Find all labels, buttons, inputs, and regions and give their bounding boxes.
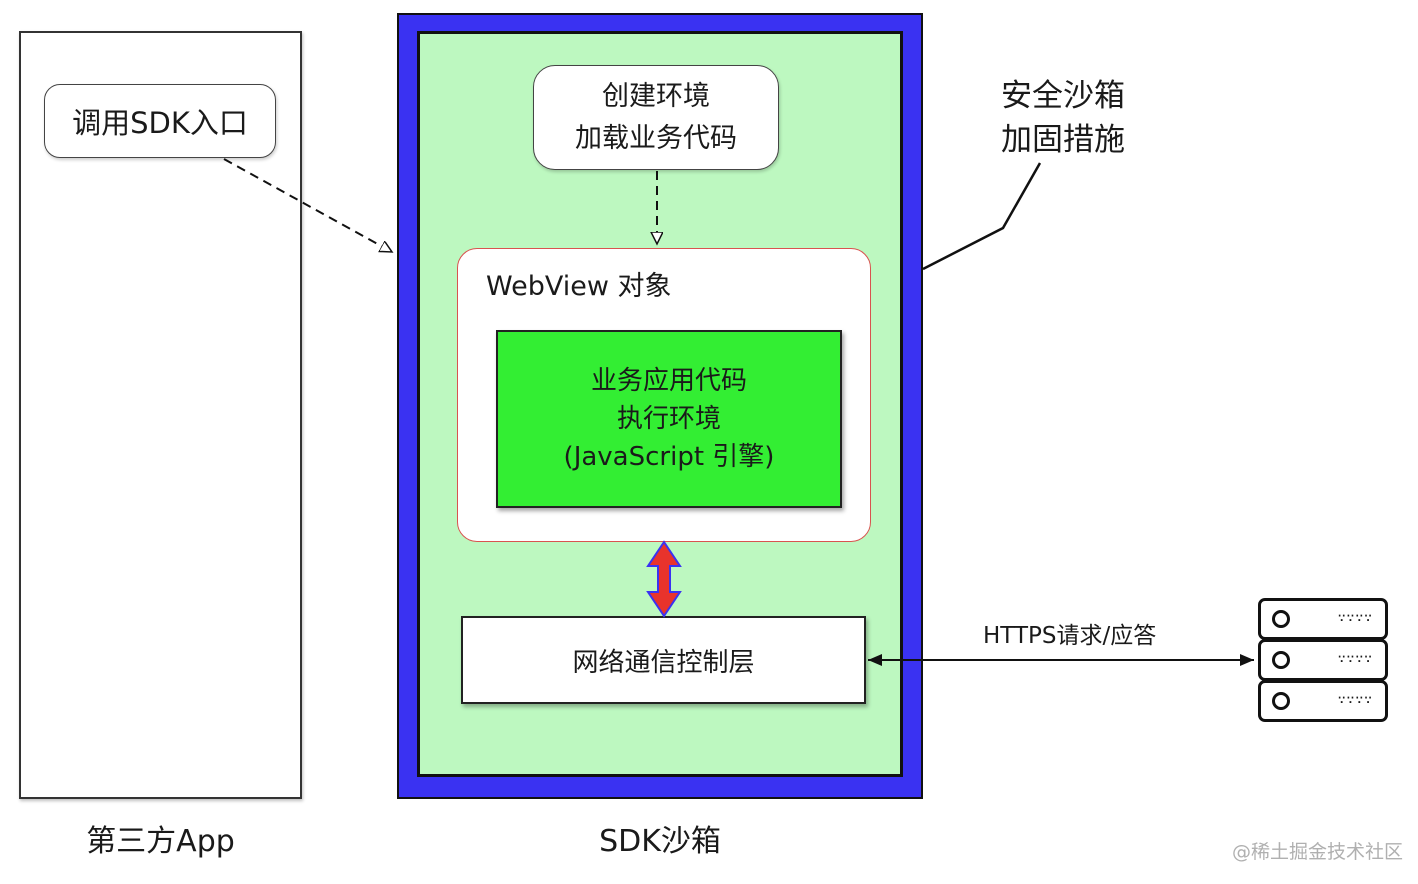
- server-led-icon: [1272, 692, 1290, 710]
- third-party-app-panel: [19, 31, 302, 799]
- create-env-line2: 加载业务代码: [575, 122, 737, 154]
- https-connection-label: HTTPS请求/应答: [983, 623, 1157, 649]
- security-line2: 加固措施: [1001, 122, 1125, 158]
- entry-to-sandbox-arrow: [223, 158, 392, 253]
- server-unit: ∵∵∵∵: [1258, 639, 1388, 681]
- webview-network-bidirectional-arrow: [646, 540, 682, 618]
- server-vent: ∵∵∵∵: [1337, 693, 1373, 708]
- server-unit: ∵∵∵∵: [1258, 598, 1388, 640]
- server-led-icon: [1272, 610, 1290, 628]
- sdk-entry-label: 调用SDK入口: [72, 106, 248, 140]
- security-callout-line: [922, 162, 1042, 271]
- webview-title: WebView 对象: [486, 271, 672, 302]
- create-env-node[interactable]: 创建环境 加载业务代码: [533, 65, 779, 170]
- create-env-line1: 创建环境: [602, 80, 710, 112]
- server-unit: ∵∵∵∵: [1258, 680, 1388, 722]
- security-annotation: 安全沙箱 加固措施: [1001, 74, 1125, 162]
- runtime-line2: 执行环境: [616, 404, 721, 434]
- js-runtime-node[interactable]: 业务应用代码 执行环境 (JavaScript 引擎): [496, 330, 842, 508]
- sdk-sandbox-label: SDK沙箱: [599, 824, 721, 859]
- network-control-layer-node[interactable]: 网络通信控制层: [461, 616, 866, 704]
- server-vent: ∵∵∵∵: [1337, 652, 1373, 667]
- runtime-line3: (JavaScript 引擎): [563, 442, 775, 472]
- sdk-entry-node[interactable]: 调用SDK入口: [44, 84, 276, 158]
- third-party-app-label: 第三方App: [86, 824, 235, 859]
- security-line1: 安全沙箱: [1001, 78, 1125, 114]
- runtime-line1: 业务应用代码: [590, 366, 747, 396]
- server-vent: ∵∵∵∵: [1337, 611, 1373, 626]
- server-led-icon: [1272, 651, 1290, 669]
- network-layer-label: 网络通信控制层: [572, 647, 755, 678]
- watermark: @稀土掘金技术社区: [1232, 841, 1404, 863]
